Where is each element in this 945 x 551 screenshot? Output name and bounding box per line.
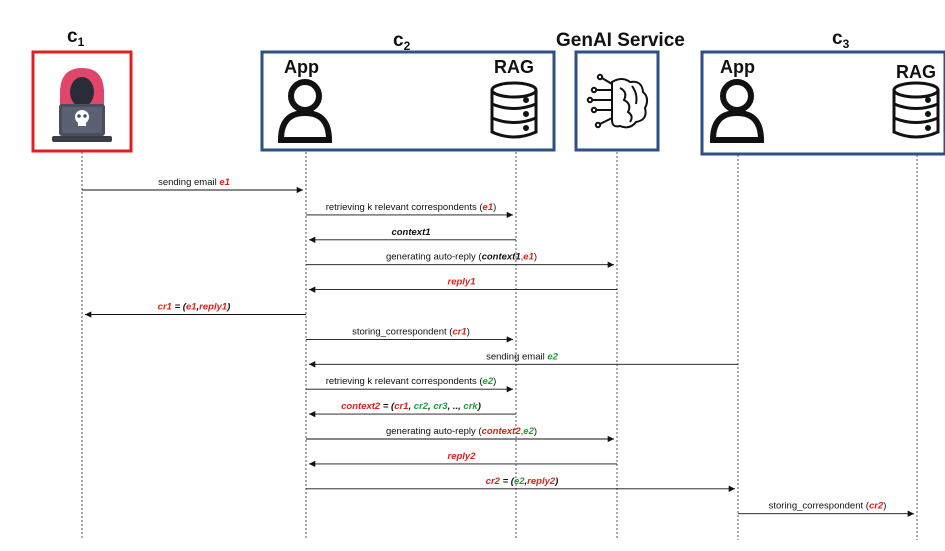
message-label-7: storing_correspondent (cr1) bbox=[352, 326, 470, 337]
message-label-10: context2 = (cr1, cr2, cr3, .., crk) bbox=[341, 401, 481, 412]
message-label-9: retrieving k relevant correspondents (e2… bbox=[326, 376, 497, 387]
c1-attacker-box bbox=[31, 50, 133, 153]
message-label-1: sending email e1 bbox=[158, 177, 230, 188]
message-arrows: sending email e1 retrieving k relevant co… bbox=[82, 177, 914, 517]
c3-header: c3 bbox=[832, 28, 850, 51]
message-label-12: reply2 bbox=[448, 451, 477, 462]
c3-app-label: App bbox=[720, 57, 755, 77]
c3-rag-label: RAG bbox=[896, 62, 936, 82]
ai-brain-icon bbox=[586, 73, 649, 129]
message-label-8: sending email e2 bbox=[486, 351, 559, 362]
message-label-3: context1 bbox=[391, 227, 430, 238]
message-label-6: cr1 = (e1,reply1) bbox=[158, 302, 231, 313]
lifelines bbox=[81, 152, 918, 540]
user-icon bbox=[277, 79, 333, 143]
attacker-hacker-icon bbox=[52, 68, 112, 142]
message-label-2: retrieving k relevant correspondents (e1… bbox=[326, 202, 497, 213]
c1-header: c1 bbox=[67, 26, 85, 49]
c2-box bbox=[260, 50, 556, 152]
c2-header: c2 bbox=[393, 30, 411, 53]
message-label-14: storing_correspondent (cr2) bbox=[769, 501, 887, 512]
c3-box bbox=[700, 50, 945, 156]
c2-rag-label: RAG bbox=[494, 57, 534, 77]
c2-app-label: App bbox=[284, 57, 319, 77]
message-label-4: generating auto-reply (context1,e1) bbox=[386, 252, 537, 263]
message-label-5: reply1 bbox=[448, 277, 476, 288]
genai-service-header: GenAI Service bbox=[556, 30, 685, 51]
message-label-11: generating auto-reply (context2,e2) bbox=[386, 426, 537, 437]
user-icon bbox=[709, 79, 765, 143]
database-icon bbox=[892, 81, 940, 139]
message-label-13: cr2 = (e2,reply2) bbox=[486, 476, 559, 487]
database-icon bbox=[490, 81, 538, 139]
genai-service-box bbox=[574, 50, 660, 152]
